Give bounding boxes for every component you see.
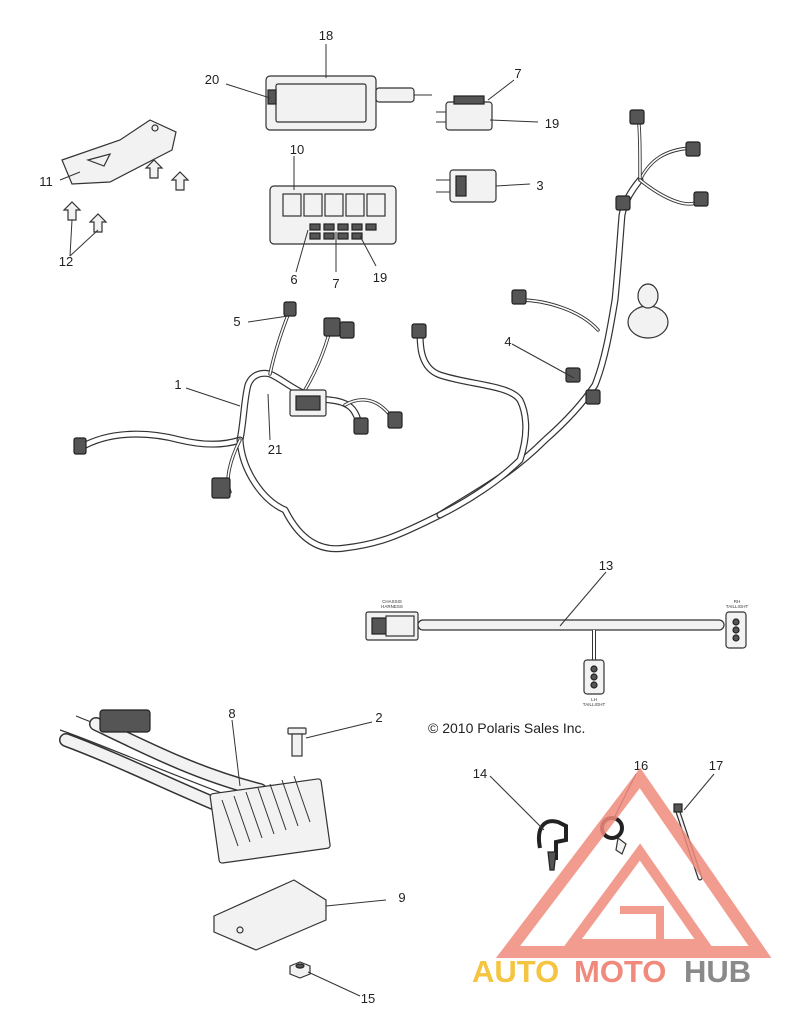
watermark-text: AUTO MOTO HUB	[472, 954, 751, 989]
callout-14: 14	[473, 766, 487, 781]
callout-19-top: 19	[545, 116, 559, 131]
callout-4: 4	[504, 334, 511, 349]
callout-21: 21	[268, 442, 282, 457]
taillight-harness	[365, 611, 747, 695]
chassis-harness-label-1: CHASSIS	[382, 599, 402, 604]
callout-3: 3	[536, 178, 543, 193]
callout-16: 16	[634, 758, 648, 773]
callout-8: 8	[228, 706, 235, 721]
bolt-icon	[287, 727, 307, 757]
callout-20: 20	[205, 72, 219, 87]
callout-7-bottom: 7	[332, 276, 339, 291]
callout-1: 1	[174, 377, 181, 392]
watermark-hub: HUB	[684, 954, 751, 989]
harness-connectors	[73, 109, 709, 499]
push-rivet-icon	[62, 159, 190, 233]
callout-17: 17	[709, 758, 723, 773]
leader-lines	[59, 44, 715, 997]
callout-12: 12	[59, 254, 73, 269]
watermark-auto: AUTO	[472, 954, 559, 989]
callout-13: 13	[599, 558, 613, 573]
copyright-notice: © 2010 Polaris Sales Inc.	[428, 720, 585, 736]
lh-taillight-label-1: LH	[591, 697, 597, 702]
mounting-bracket	[61, 119, 177, 185]
callout-6: 6	[290, 272, 297, 287]
callout-18: 18	[319, 28, 333, 43]
voltage-regulator	[59, 709, 331, 864]
rh-taillight-label-2: TAILLIGHT	[726, 604, 749, 609]
callout-10: 10	[290, 142, 304, 157]
rh-taillight-label-1: RH	[734, 599, 741, 604]
callout-5: 5	[233, 314, 240, 329]
callout-19-bottom: 19	[373, 270, 387, 285]
callout-2: 2	[375, 710, 382, 725]
nut-icon	[289, 961, 311, 979]
fuse-box-cover	[265, 75, 432, 131]
relay-connector-upper	[436, 95, 493, 131]
chassis-harness-label-2: HARNESS	[381, 604, 403, 609]
lh-taillight-label-2: TAILLIGHT	[583, 702, 606, 707]
main-wire-harness	[76, 113, 702, 553]
callout-11: 11	[39, 174, 53, 189]
watermark-moto: MOTO	[574, 954, 666, 989]
watermark-logo	[495, 767, 772, 958]
callout-labels: 18 20 7 19 3 10 11 12 6 7 19 5 1 21 4 13…	[39, 28, 723, 1006]
callout-9: 9	[398, 890, 405, 905]
regulator-mounting-plate	[213, 879, 327, 951]
relay-connector-3	[436, 169, 497, 203]
callout-15: 15	[361, 991, 375, 1006]
callout-7-top: 7	[514, 66, 521, 81]
wire-clip-icon	[537, 819, 568, 871]
fuse-box	[269, 185, 397, 245]
